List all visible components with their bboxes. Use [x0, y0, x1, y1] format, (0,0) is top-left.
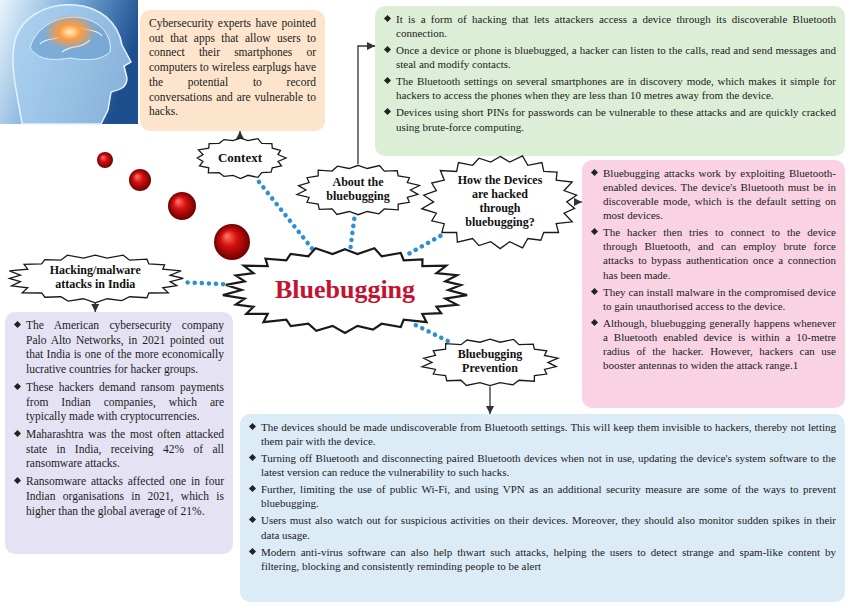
dotted-connector — [184, 282, 223, 284]
bullet-text: Further, limiting the use of public Wi-F… — [249, 482, 836, 510]
box-text: Cybersecurity experts have pointed out t… — [149, 16, 316, 119]
info-box: The American cybersecurity company Palo … — [5, 312, 233, 554]
info-box: Bluebugging attacks work by exploiting B… — [582, 160, 845, 408]
branch-starburst: Hacking/malware attacks in India — [3, 252, 188, 305]
decor-ball — [97, 152, 113, 168]
branch-label: Hacking/malware attacks in India — [43, 264, 148, 292]
starburst-shape — [422, 339, 558, 385]
dotted-connector — [409, 235, 442, 254]
branch-label: About the bluebugging — [322, 176, 394, 204]
brain-glow — [44, 14, 96, 50]
info-box: Cybersecurity experts have pointed out t… — [140, 10, 325, 131]
bullet-text: Users must also watch out for suspicious… — [249, 513, 836, 541]
branch-starburst: About the bluebugging — [294, 162, 422, 218]
starburst-shape — [422, 156, 577, 249]
bullet-text: The American cybersecurity company Palo … — [14, 318, 224, 377]
branch-starburst: How the Devices are hacked through blueb… — [419, 152, 581, 252]
dotted-connector — [416, 325, 450, 342]
branch-starburst: Context — [193, 135, 288, 181]
bullet-text: Although, bluebugging generally happens … — [591, 316, 836, 372]
starburst-shape — [297, 165, 420, 214]
info-box: It is a form of hacking that lets attack… — [375, 6, 845, 156]
bullet-text: Once a device or phone is bluebugged, a … — [384, 43, 836, 71]
bullet-text: Bluebugging attacks work by exploiting B… — [591, 166, 836, 222]
branch-label: Bluebugging Prevention — [450, 348, 530, 376]
arrow-connector — [239, 131, 240, 137]
info-box: The devices should be made undiscoverabl… — [240, 414, 845, 602]
bullet-text: Devices using short PINs for passwords c… — [384, 105, 836, 133]
topic-starburst: Bluebugging — [220, 245, 470, 335]
bullet-text: They can install malware in the compromi… — [591, 285, 836, 313]
bullet-text: It is a form of hacking that lets attack… — [384, 12, 836, 40]
starburst-shape — [197, 138, 286, 178]
starburst-shape — [223, 248, 467, 333]
arrow-connector — [358, 46, 375, 164]
decor-ball — [168, 192, 196, 220]
starburst-shape — [9, 255, 183, 303]
dotted-connector — [351, 216, 355, 247]
head-profile — [13, 5, 131, 124]
branch-label: Context — [218, 151, 262, 166]
arrow-connector — [489, 386, 490, 414]
bullet-text: Modern anti-virus software can also help… — [249, 545, 836, 573]
decor-ball — [129, 169, 151, 191]
arrow-connector — [95, 302, 96, 312]
bullet-text: The hacker then tries to connect to the … — [591, 225, 836, 281]
bullet-text: Turning off Bluetooth and disconnecting … — [249, 451, 836, 479]
bullet-text: The Bluetooth settings on several smartp… — [384, 74, 836, 102]
bullet-text: Maharashtra was the most often attacked … — [14, 427, 224, 471]
topic-title: Bluebugging — [275, 275, 415, 305]
branch-label: How the Devices are hacked through blueb… — [454, 174, 546, 229]
branch-starburst: Bluebugging Prevention — [419, 336, 561, 389]
decor-ball — [214, 224, 250, 260]
bullet-text: These hackers demand ransom payments fro… — [14, 380, 224, 424]
brain-picture-ground — [0, 0, 138, 124]
bullet-text: Ransomware attacks affected one in four … — [14, 474, 224, 518]
bullet-text: The devices should be made undiscoverabl… — [249, 420, 836, 448]
